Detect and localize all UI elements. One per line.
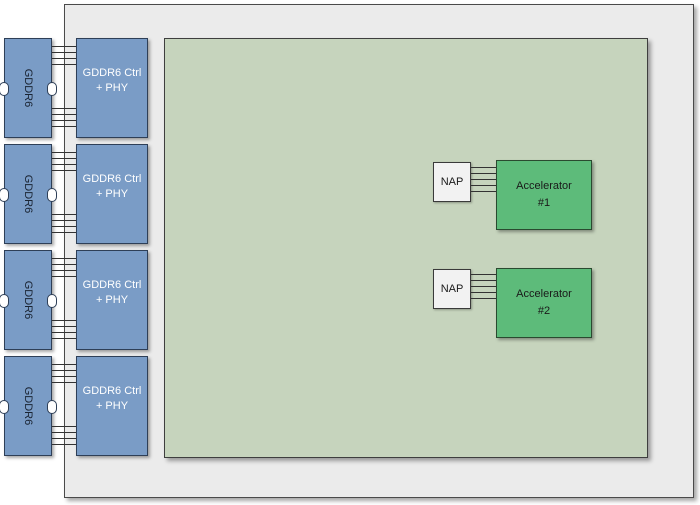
gddr6-memory-4: GDDR6	[0, 356, 57, 456]
gddr6-memory-label: GDDR6	[22, 280, 34, 320]
nap-link-1	[471, 167, 496, 197]
accelerator-number: #2	[537, 305, 551, 317]
gddr6-memory-label: GDDR6	[22, 174, 34, 214]
memory-notch	[0, 82, 9, 96]
nap-block-2: NAP	[433, 269, 471, 309]
gddr6-memory-2: GDDR6	[0, 144, 57, 244]
gddr6-controller-4: GDDR6 Ctrl + PHY	[76, 356, 148, 456]
nap-link-2	[471, 274, 496, 304]
fpga-fabric-region	[164, 38, 648, 458]
memory-notch	[0, 188, 9, 202]
accelerator-name: Accelerator	[516, 180, 572, 192]
controller-label: GDDR6 Ctrl + PHY	[83, 384, 142, 414]
controller-label: GDDR6 Ctrl + PHY	[83, 66, 142, 96]
controller-label-line2: + PHY	[95, 400, 129, 412]
memory-notch	[47, 294, 57, 308]
controller-label-line2: + PHY	[95, 294, 129, 306]
memory-bus-2	[52, 144, 76, 244]
memory-bus-3	[52, 250, 76, 350]
gddr6-controller-2: GDDR6 Ctrl + PHY	[76, 144, 148, 244]
controller-label: GDDR6 Ctrl + PHY	[83, 172, 142, 202]
accelerator-1: Accelerator #1	[496, 160, 592, 230]
accelerator-number: #1	[537, 197, 551, 209]
gddr6-controller-3: GDDR6 Ctrl + PHY	[76, 250, 148, 350]
memory-notch	[47, 188, 57, 202]
memory-notch	[47, 82, 57, 96]
controller-label-line1: GDDR6 Ctrl	[82, 173, 142, 185]
gddr6-memory-1: GDDR6	[0, 38, 57, 138]
nap-block-1: NAP	[433, 162, 471, 202]
gddr6-memory-label: GDDR6	[22, 68, 34, 108]
memory-bus-1	[52, 38, 76, 138]
accelerator-2: Accelerator #2	[496, 268, 592, 338]
memory-notch	[0, 400, 9, 414]
controller-label-line1: GDDR6 Ctrl	[82, 279, 142, 291]
controller-label-line1: GDDR6 Ctrl	[82, 67, 142, 79]
gddr6-memory-label: GDDR6	[22, 386, 34, 426]
controller-label-line2: + PHY	[95, 188, 129, 200]
gddr6-controller-1: GDDR6 Ctrl + PHY	[76, 38, 148, 138]
controller-label: GDDR6 Ctrl + PHY	[83, 278, 142, 308]
controller-label-line1: GDDR6 Ctrl	[82, 385, 142, 397]
accelerator-name: Accelerator	[516, 288, 572, 300]
memory-bus-4	[52, 356, 76, 456]
memory-notch	[47, 400, 57, 414]
memory-notch	[0, 294, 9, 308]
gddr6-memory-3: GDDR6	[0, 250, 57, 350]
controller-label-line2: + PHY	[95, 82, 129, 94]
